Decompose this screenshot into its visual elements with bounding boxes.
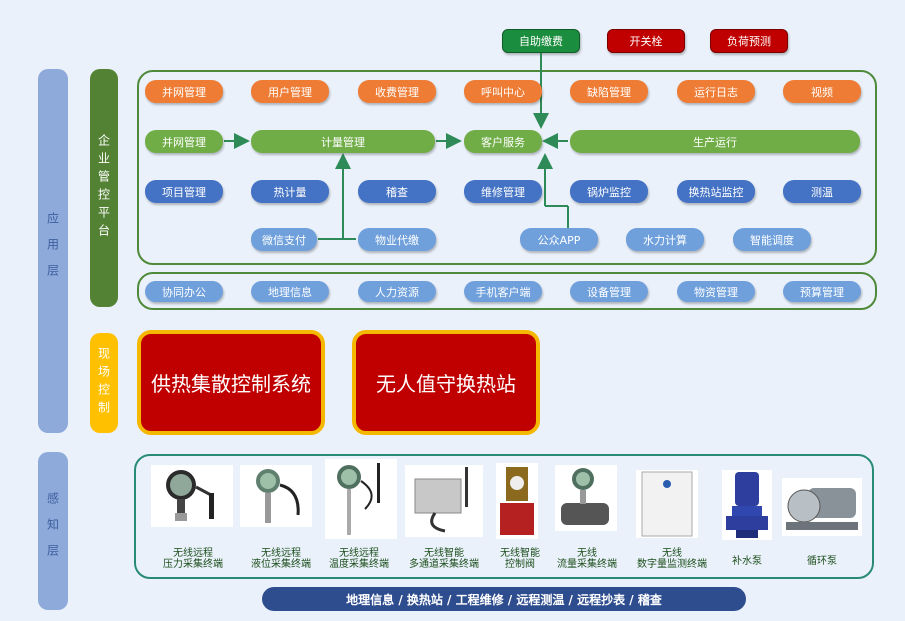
application-layer-bar: 应用层 — [38, 69, 68, 433]
onsite-control-label: 现场控制 — [96, 347, 111, 419]
metering-management-button[interactable]: 计量管理 — [251, 130, 435, 153]
maintenance-management-button[interactable]: 维修管理 — [464, 180, 542, 203]
defect-management-button[interactable]: 缺陷管理 — [570, 80, 648, 103]
device-label-line2: 流量采集终端 — [557, 559, 617, 570]
equipment-management-button[interactable]: 设备管理 — [570, 281, 648, 302]
production-operation-button[interactable]: 生产运行 — [570, 130, 860, 153]
hydraulic-calculation-button[interactable]: 水力计算 — [626, 228, 704, 251]
temperature-measurement-button[interactable]: 测温 — [783, 180, 861, 203]
device-label-line1: 循环泵 — [807, 556, 837, 567]
smart-dispatch-button[interactable]: 智能调度 — [733, 228, 811, 251]
device-label-flow: 无线流量采集终端 — [540, 548, 634, 570]
multichannel-box-icon — [405, 465, 483, 537]
materials-management-button[interactable]: 物资管理 — [677, 281, 755, 302]
grid-management-button[interactable]: 并网管理 — [145, 80, 223, 103]
public-app-button[interactable]: 公众APP — [520, 228, 598, 251]
device-label-line1: 无线远程 — [339, 548, 379, 559]
substation-monitoring-button[interactable]: 换热站监控 — [677, 180, 755, 203]
unmanned-substation-box[interactable]: 无人值守换热站 — [352, 330, 540, 435]
circulation-pump-icon — [782, 478, 862, 536]
grid-management-flow-button[interactable]: 并网管理 — [145, 130, 223, 153]
device-label-line2: 温度采集终端 — [329, 559, 389, 570]
device-label-digital: 无线数字量监测终端 — [620, 548, 724, 570]
wechat-pay-button[interactable]: 微信支付 — [251, 228, 317, 251]
geo-info-button[interactable]: 地理信息 — [251, 281, 329, 302]
customer-service-button[interactable]: 客户服务 — [464, 130, 542, 153]
application-layer-label: 应用层 — [45, 212, 60, 290]
temperature-sensor-icon — [325, 459, 397, 539]
video-button[interactable]: 视频 — [783, 80, 861, 103]
device-label-line1: 无线远程 — [173, 548, 213, 559]
device-label-level: 无线远程液位采集终端 — [234, 548, 328, 570]
project-management-button[interactable]: 项目管理 — [145, 180, 223, 203]
load-forecast-button[interactable]: 负荷预测 — [710, 29, 788, 53]
device-label-line1: 无线远程 — [261, 548, 301, 559]
perception-layer-label: 感知层 — [45, 492, 60, 570]
pressure-gauge-icon — [151, 465, 233, 527]
onsite-control-bar: 现场控制 — [90, 333, 118, 433]
control-valve-icon — [496, 463, 538, 539]
device-label-line1: 无线 — [577, 548, 597, 559]
device-label-line2: 压力采集终端 — [163, 559, 223, 570]
device-label-line2: 控制阀 — [505, 559, 535, 570]
device-label-pressure: 无线远程压力采集终端 — [146, 548, 240, 570]
device-label-line1: 无线智能 — [500, 548, 540, 559]
device-label-multichannel: 无线智能多通道采集终端 — [392, 548, 496, 570]
inspection-button[interactable]: 稽查 — [358, 180, 436, 203]
perception-layer-bar: 感知层 — [38, 452, 68, 610]
enterprise-platform-bar: 企业管控平台 — [90, 69, 118, 307]
device-label-line2: 数字量监测终端 — [637, 559, 707, 570]
device-label-line1: 无线智能 — [424, 548, 464, 559]
level-sensor-icon — [240, 465, 312, 527]
device-label-valve: 无线智能控制阀 — [482, 548, 558, 570]
device-label-line2: 多通道采集终端 — [409, 559, 479, 570]
devices-panel — [134, 454, 874, 579]
human-resources-button[interactable]: 人力资源 — [358, 281, 436, 302]
operation-log-button[interactable]: 运行日志 — [677, 80, 755, 103]
heat-metering-button[interactable]: 热计量 — [251, 180, 329, 203]
billing-management-button[interactable]: 收费管理 — [358, 80, 436, 103]
device-label-makeup-pump: 补水泵 — [717, 556, 777, 567]
budget-management-button[interactable]: 预算管理 — [783, 281, 861, 302]
device-label-line2: 液位采集终端 — [251, 559, 311, 570]
bottom-function-bar: 地理信息 / 换热站 / 工程维修 / 远程测温 / 远程抄表 / 稽查 — [262, 587, 746, 611]
user-management-button[interactable]: 用户管理 — [251, 80, 329, 103]
monitor-cabinet-icon — [636, 470, 698, 538]
device-label-line1: 补水泵 — [732, 556, 762, 567]
property-agent-pay-button[interactable]: 物业代缴 — [358, 228, 436, 251]
device-label-temperature: 无线远程温度采集终端 — [312, 548, 406, 570]
office-collaboration-button[interactable]: 协同办公 — [145, 281, 223, 302]
valve-switch-button[interactable]: 开关栓 — [607, 29, 685, 53]
mobile-client-button[interactable]: 手机客户端 — [464, 281, 542, 302]
enterprise-panel — [137, 70, 877, 265]
call-center-button[interactable]: 呼叫中心 — [464, 80, 542, 103]
dcs-heating-system-box[interactable]: 供热集散控制系统 — [137, 330, 325, 435]
office-panel — [137, 272, 877, 310]
device-label-circulation-pump: 循环泵 — [792, 556, 852, 567]
self-payment-button[interactable]: 自助缴费 — [502, 29, 580, 53]
makeup-pump-icon — [722, 470, 772, 540]
enterprise-platform-label: 企业管控平台 — [96, 134, 111, 242]
boiler-monitoring-button[interactable]: 锅炉监控 — [570, 180, 648, 203]
device-label-line1: 无线 — [662, 548, 682, 559]
flow-meter-icon — [555, 465, 617, 531]
